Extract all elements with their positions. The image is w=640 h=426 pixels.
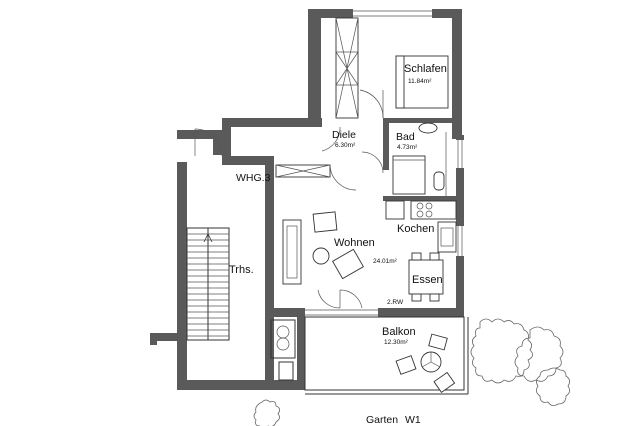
- room-area-bad: 4.73m²: [397, 144, 418, 151]
- dining-table: [408, 252, 444, 302]
- room-name-kochen: Kochen: [397, 223, 434, 235]
- garden-trees: [253, 318, 570, 426]
- room-name-wohnen: Wohnen: [334, 237, 375, 249]
- room-name-diele: Diele: [332, 129, 356, 141]
- bathroom-fixtures: [392, 122, 447, 196]
- stairs-label: Trhs.: [229, 264, 254, 276]
- rw-label: 2.RW: [387, 299, 404, 306]
- unit-label: WHG.3: [236, 172, 271, 184]
- room-area-diele: 6.30m²: [335, 142, 356, 149]
- living-furniture: [312, 211, 365, 280]
- stair-direction-arrow: [203, 233, 213, 335]
- windows: [305, 9, 464, 317]
- sofa: [282, 219, 302, 285]
- room-name-balkon: Balkon: [382, 326, 416, 338]
- doors: [194, 89, 384, 309]
- wardrobe: [335, 17, 359, 119]
- room-labels: Schlafen 11.84m² Bad 4.73m² Diele 6.30m²…: [229, 63, 447, 426]
- room-area-wohnen: 24.01m²: [373, 258, 398, 265]
- garden-unit-label: W1: [405, 414, 421, 426]
- balcony: [304, 316, 469, 395]
- room-name-essen: Essen: [412, 274, 443, 286]
- walls: [150, 9, 464, 390]
- staircase: [186, 227, 230, 341]
- room-area-balkon: 12.30m²: [384, 339, 409, 346]
- room-area-schlafen: 11.84m²: [408, 78, 432, 85]
- shelf: [275, 164, 331, 178]
- room-name-bad: Bad: [396, 131, 415, 143]
- garden-label: Garten: [366, 414, 398, 426]
- bed: [395, 55, 449, 109]
- bike-stand: [270, 319, 296, 381]
- kitchen-counter: [385, 200, 457, 253]
- room-name-schlafen: Schlafen: [404, 63, 447, 75]
